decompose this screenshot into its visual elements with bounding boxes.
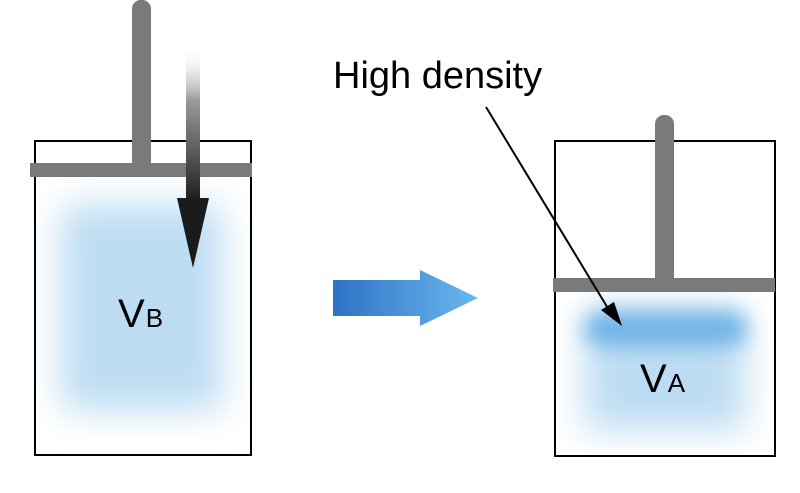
high-density-band bbox=[585, 312, 747, 346]
annotation-pointer-line bbox=[485, 106, 613, 316]
push-down-arrow bbox=[177, 45, 209, 268]
push-arrow-shaft bbox=[186, 45, 200, 203]
push-arrow-head bbox=[177, 198, 209, 268]
right-gas-region bbox=[555, 290, 775, 456]
high-density-annotation: High density bbox=[333, 55, 622, 326]
left-piston-rod-cap bbox=[132, 0, 151, 40]
left-piston-rod bbox=[132, 0, 151, 170]
volume-label-b: VB bbox=[118, 292, 163, 336]
annotation-label: High density bbox=[333, 55, 542, 97]
right-piston-head bbox=[553, 278, 775, 292]
transition-arrow bbox=[333, 270, 478, 326]
right-piston-rod bbox=[655, 115, 674, 290]
annotation-pointer-head bbox=[601, 302, 622, 326]
volume-label-a: VA bbox=[640, 357, 686, 401]
right-cylinder: VA bbox=[553, 115, 776, 457]
left-cylinder: VB bbox=[30, 0, 252, 456]
left-piston-head bbox=[30, 163, 252, 177]
